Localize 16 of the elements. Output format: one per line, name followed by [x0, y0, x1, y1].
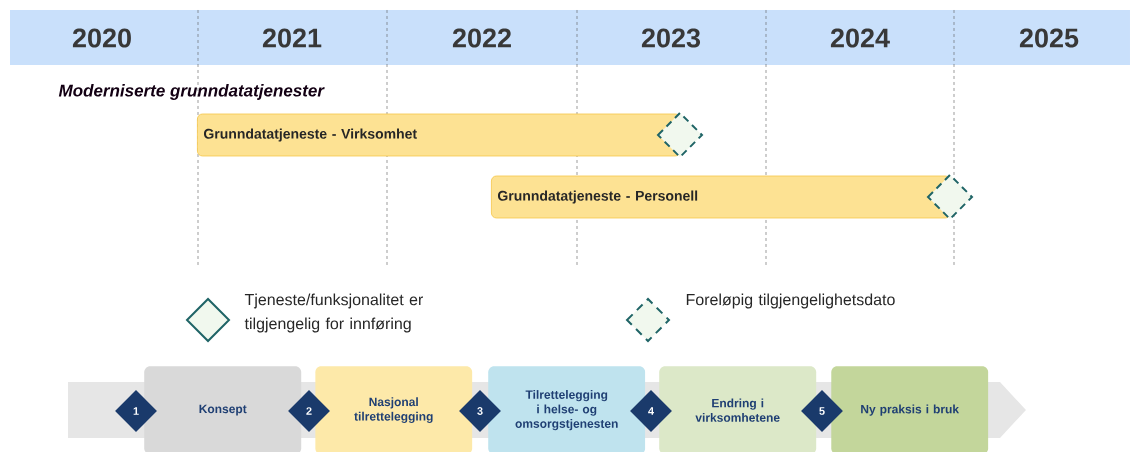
stage-box: Nasjonal tilrettelegging: [315, 366, 473, 452]
stage-box: Endring i virksomhetene: [659, 366, 817, 452]
year-label: 2022: [452, 28, 511, 48]
year-label: 2025: [1019, 28, 1079, 48]
stage-box: Konsept: [144, 366, 302, 452]
stage-box: Ny praksis i bruk: [831, 366, 989, 452]
timeline-bar: Grunndatatjeneste - Virksomhet: [197, 113, 681, 157]
section-heading: Moderniserte grunndatatjenester: [58, 84, 325, 100]
stage-box: Tilrettelegging i helse- og omsorgstjenesten: [488, 366, 646, 452]
year-label: 2023: [641, 28, 701, 48]
year-label: 2020: [72, 28, 131, 48]
legend-text: Foreløpig tilgjengelighetsdato: [686, 293, 895, 309]
timeline-bar: Grunndatatjeneste - Personell: [491, 175, 951, 219]
legend-text: Tjeneste/funksjonalitet er tilgjengelig for innføring: [244, 293, 423, 333]
year-label: 2021: [262, 28, 322, 48]
year-label: 2024: [830, 28, 890, 48]
